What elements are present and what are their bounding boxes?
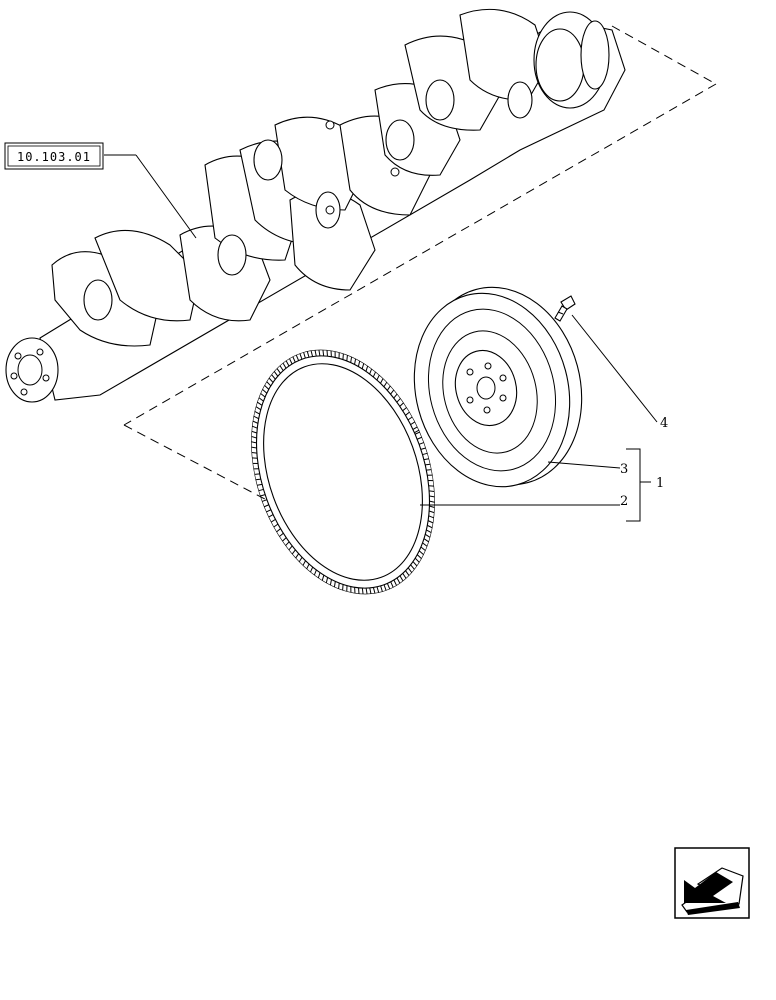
reference-label: 10.103.01 — [17, 150, 91, 164]
flywheel — [413, 286, 583, 488]
next-page-arrow-icon — [681, 867, 744, 915]
callout-1: 1 — [656, 476, 664, 491]
ring-gear — [251, 349, 435, 595]
crankshaft — [5, 8, 626, 403]
callout-4: 4 — [660, 416, 668, 431]
ring-gear-teeth — [251, 349, 435, 595]
next-page-button[interactable] — [674, 847, 750, 919]
flywheel-bolt — [554, 295, 576, 322]
reference-leader — [104, 154, 197, 239]
assembly-dashed-outline — [123, 25, 717, 508]
callout-3: 3 — [620, 462, 628, 477]
callout-leaders — [420, 314, 658, 522]
reference-label-box[interactable]: 10.103.01 — [4, 142, 104, 170]
callout-2: 2 — [620, 494, 628, 509]
